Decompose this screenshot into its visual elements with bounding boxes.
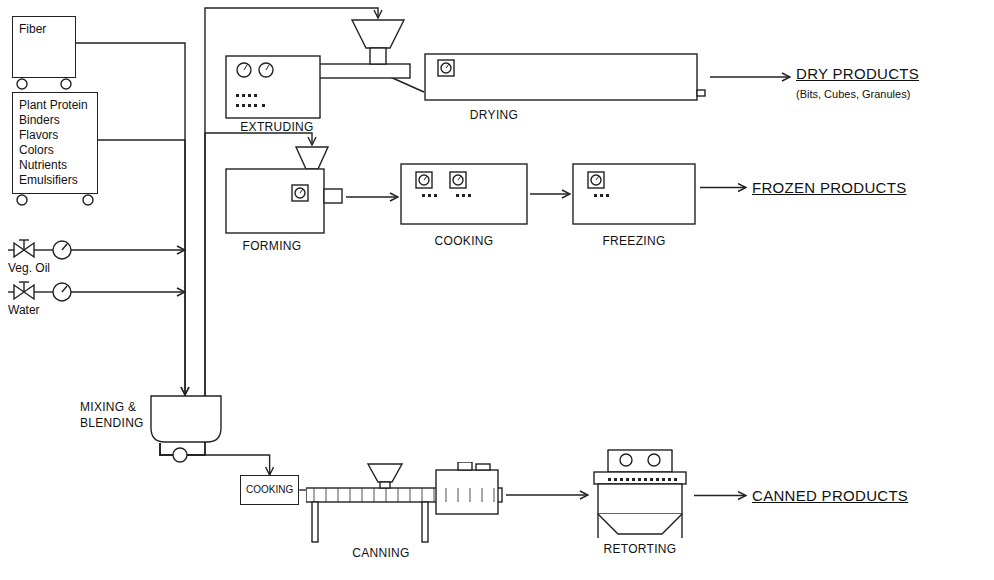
- product-name: DRY PRODUCTS: [796, 66, 919, 81]
- dryer-drawing: [424, 48, 706, 104]
- flow-line: [710, 76, 790, 77]
- machine-label: FREEZING: [572, 234, 696, 248]
- product-note: (Bits, Cubes, Granules): [796, 87, 919, 102]
- forming-machine: FORMING: [222, 145, 344, 255]
- machine-label: COOKING: [400, 234, 528, 248]
- canning-drawing: [306, 462, 518, 546]
- product-name: CANNED PRODUCTS: [752, 488, 908, 503]
- flow-line: [700, 187, 746, 188]
- cart-body: Plant ProteinBindersFlavorsColorsNutrien…: [12, 92, 98, 194]
- freezer-drawing: [572, 160, 696, 226]
- ingredient-name: Fiber: [19, 22, 69, 37]
- product-name: FROZEN PRODUCTS: [752, 180, 907, 195]
- product-label: CANNED PRODUCTS: [752, 488, 908, 503]
- flow-line: [160, 443, 270, 475]
- retort-machine: RETORTING: [590, 448, 690, 560]
- flow-line: [530, 193, 570, 194]
- product-label: DRY PRODUCTS (Bits, Cubes, Granules): [796, 66, 919, 102]
- valve-symbol: [8, 240, 185, 259]
- flow-line: [506, 494, 588, 495]
- valve-symbol: [8, 282, 185, 301]
- cooker-machine: COOKING: [400, 160, 528, 256]
- tank-label: MIXING & BLENDING: [80, 399, 146, 431]
- machine-label: EXTRUDING: [222, 120, 332, 134]
- cooker-drawing: [400, 160, 528, 226]
- extruder-drawing: [222, 18, 412, 120]
- cooking-box: COOKING: [240, 475, 299, 505]
- product-label: FROZEN PRODUCTS: [752, 180, 907, 195]
- machine-label: RETORTING: [590, 542, 690, 556]
- ingredient-name: Nutrients: [19, 158, 91, 173]
- machine-label: FORMING: [222, 239, 322, 253]
- flow-line: [98, 140, 185, 395]
- forming-drawing: [222, 145, 344, 237]
- box-label: COOKING: [246, 484, 293, 496]
- ingredient-name: Emulsifiers: [19, 173, 91, 188]
- extruder-machine: EXTRUDING: [222, 18, 412, 136]
- dryer-machine: DRYING: [424, 48, 706, 128]
- ingredient-cart: Plant ProteinBindersFlavorsColorsNutrien…: [12, 92, 98, 208]
- flow-line: [346, 196, 398, 197]
- flow-line: [299, 489, 306, 490]
- ingredient-cart: Fiber: [12, 16, 76, 92]
- ingredient-name: Binders: [19, 113, 91, 128]
- ingredient-name: Colors: [19, 143, 91, 158]
- machine-label: DRYING: [444, 108, 544, 122]
- freezer-machine: FREEZING: [572, 160, 696, 256]
- retort-drawing: [590, 448, 690, 540]
- line-label: Veg. Oil: [8, 261, 50, 275]
- canning-machine: CANNING: [306, 462, 518, 566]
- ingredient-name: Flavors: [19, 128, 91, 143]
- cart-body: Fiber: [12, 16, 76, 78]
- cart-wheels: [12, 194, 98, 208]
- ingredient-name: Plant Protein: [19, 98, 91, 113]
- mixing-tank: MIXING & BLENDING: [80, 395, 222, 443]
- machine-label: CANNING: [326, 546, 436, 560]
- flow-line: [694, 495, 746, 496]
- line-label: Water: [8, 303, 40, 317]
- tank-outline: [150, 395, 222, 443]
- cart-wheels: [12, 78, 76, 92]
